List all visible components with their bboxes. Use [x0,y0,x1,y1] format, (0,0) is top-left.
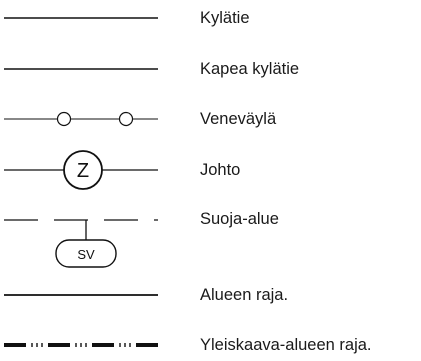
legend-label-power-line: Johto [200,161,241,179]
dashed-line-with-sv-box-icon: SV [4,219,158,268]
z-symbol-text: Z [77,160,89,182]
legend-label-area-boundary: Alueen raja. [200,286,289,304]
area-boundary-symbol [0,285,170,305]
boat-route-symbol [0,107,170,131]
protection-area-symbol: SV [0,210,170,272]
dash-dot-line-icon [4,343,158,347]
line-with-circles-icon [4,111,158,127]
solid-line-icon [4,17,158,19]
solid-line-icon [4,294,158,296]
power-line-symbol: Z [0,148,170,192]
sv-symbol-text: SV [77,247,95,262]
legend-label-boat-route: Veneväylä [200,110,277,128]
legend-label-village-road: Kylätie [200,9,250,27]
village-road-symbol [0,8,170,28]
legend-label-narrow-village-road: Kapea kylätie [200,60,300,78]
master-plan-boundary-symbol [0,335,170,355]
line-with-z-circle-icon: Z [4,150,158,190]
legend-label-master-plan-boundary: Yleiskaava-alueen raja. [200,336,372,354]
legend-label-protection-area: Suoja-alue [200,210,279,228]
solid-line-icon [4,68,158,70]
narrow-village-road-symbol [0,59,170,79]
